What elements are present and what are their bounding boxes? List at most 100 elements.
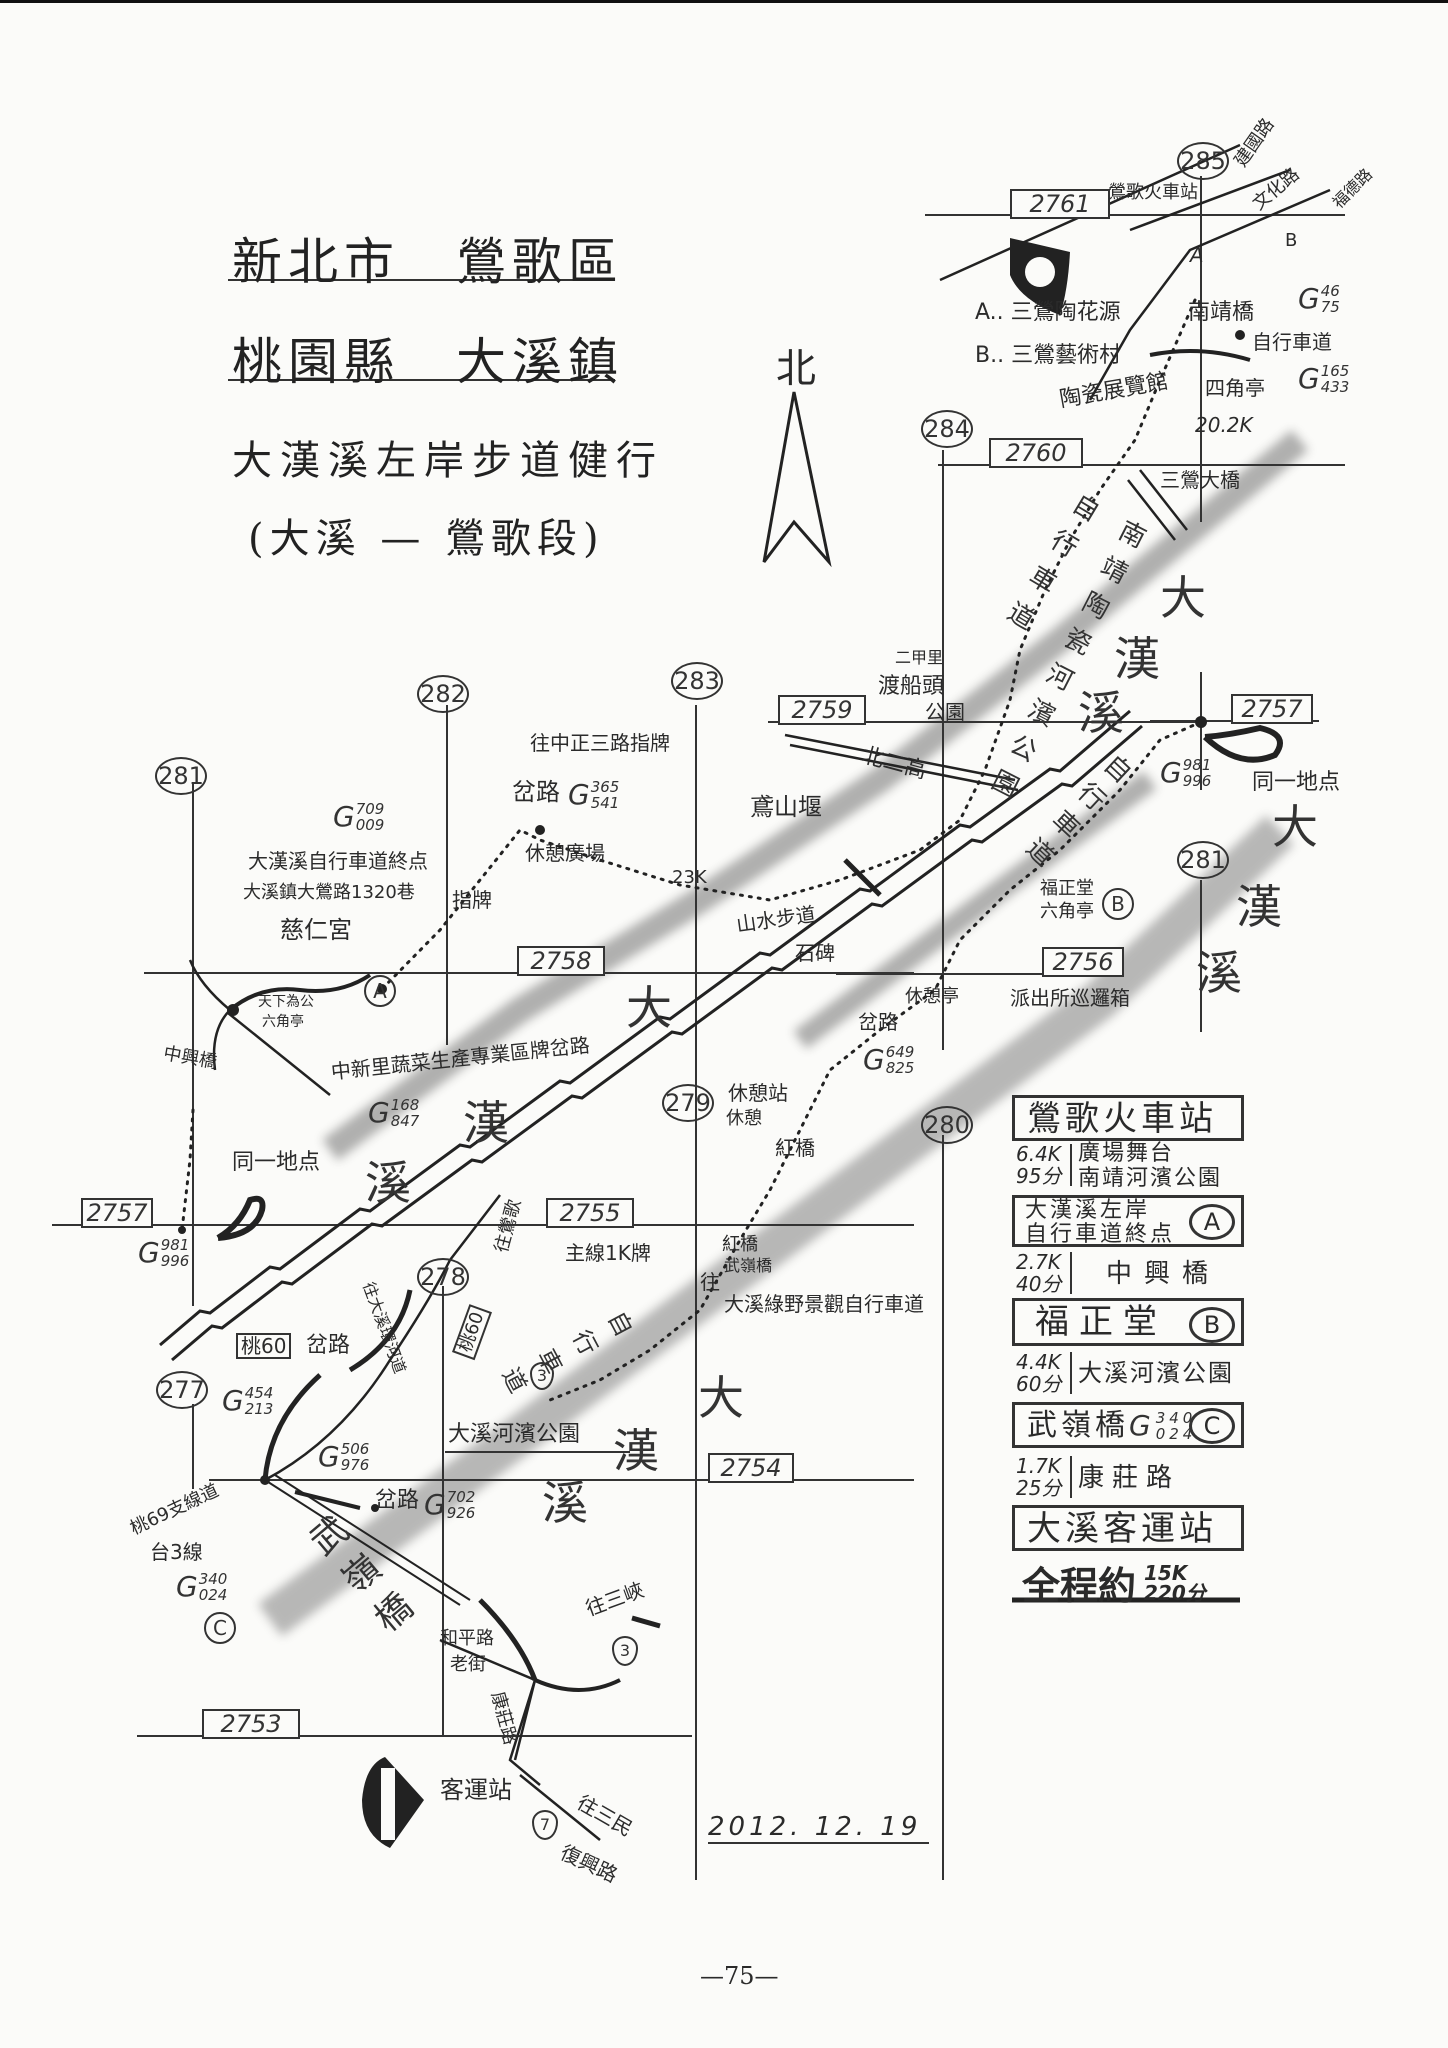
segment-via: 南靖河濱公園	[1078, 1166, 1223, 1191]
grid-col-label: 277	[156, 1371, 208, 1409]
waypoint-a-marker: A	[364, 975, 396, 1007]
map-label: 鶯歌火車站	[1108, 182, 1198, 203]
river-name-char: 大	[698, 1371, 744, 1425]
grid-row-label: 2759	[778, 695, 866, 725]
grid-col-label: 283	[671, 662, 723, 700]
map-label: 大漢溪自行車道終点	[248, 849, 428, 873]
title-trail: 大漢溪左岸步道健行	[232, 438, 664, 484]
gps-prefix: G	[1129, 1409, 1155, 1442]
legend-segment: 4.4K 60分 大溪河濱公園	[1016, 1350, 1246, 1396]
map-label: 武嶺橋	[724, 1256, 773, 1275]
gps-bottom: 825	[885, 1058, 915, 1077]
map-label: 岔路	[512, 778, 560, 806]
segment-arrow	[1070, 1456, 1072, 1498]
map-label: 自行車道	[1252, 330, 1332, 354]
start-symbol-hole	[1025, 257, 1055, 287]
gps-bottom: 996	[1182, 771, 1212, 790]
grid-row-label: 2757	[81, 1198, 153, 1228]
grid-col-label: 281	[1177, 841, 1229, 879]
legend-mark-b: B	[1189, 1307, 1235, 1343]
grid-row-label: 2755	[546, 1198, 634, 1228]
route-marker: 3	[612, 1636, 638, 1666]
river-name-char: 漢	[1114, 632, 1160, 686]
river-name-char: 漢	[463, 1096, 509, 1150]
map-label: 主線1K牌	[565, 1241, 651, 1265]
total-label: 全程約	[1022, 1564, 1137, 1608]
gps-top: 46	[1320, 281, 1340, 300]
segment-via: 大溪河濱公園	[1078, 1359, 1234, 1387]
gps-prefix: G	[318, 1440, 340, 1473]
segment-distance: 4.4K	[1016, 1350, 1061, 1374]
map-label: A.. 三鶯陶花源	[975, 300, 1121, 325]
river-name-char: 漢	[1236, 880, 1282, 934]
map-label: 三鶯大橋	[1160, 468, 1240, 492]
legend-stop-name: 自行車道終点	[1025, 1222, 1176, 1247]
legend-mark-c: C	[1189, 1408, 1235, 1444]
segment-via: 廣場舞台	[1078, 1141, 1175, 1166]
map-label: 休憩亭	[905, 986, 959, 1007]
legend-stop-daxi-bus-station: 大溪客運站	[1012, 1505, 1244, 1551]
map-label: 天下為公	[258, 994, 314, 1010]
gps-top: 709	[355, 799, 385, 818]
gps-prefix: G	[368, 1096, 390, 1129]
gps-prefix: G	[568, 778, 590, 811]
segment-time: 25分	[1016, 1476, 1062, 1500]
title-section: (大溪 — 鶯歌段)	[248, 516, 605, 562]
north-arrow-icon	[762, 391, 832, 568]
waypoint-c-marker: C	[204, 1612, 236, 1644]
segment-distance: 6.4K	[1016, 1142, 1061, 1166]
legend-segment: 1.7K 25分 康莊路	[1016, 1454, 1246, 1500]
gps-prefix: G	[222, 1384, 244, 1417]
grid-col-label: 284	[921, 410, 973, 448]
gps-prefix: G	[1160, 756, 1182, 789]
legend-stop-fuzheng-hall: 福正堂 B	[1012, 1298, 1244, 1346]
legend-stop-name: 福正堂	[1035, 1302, 1167, 1342]
segment-time: 95分	[1016, 1164, 1062, 1188]
map-label: 石碑	[795, 941, 835, 965]
gps-bottom: 75	[1320, 297, 1340, 316]
same-point-symbol-left	[216, 1195, 266, 1241]
map-label: 同一地点	[232, 1150, 321, 1175]
segment-arrow	[1070, 1144, 1072, 1186]
gps-bottom: 926	[446, 1503, 476, 1522]
gps-top: 981	[160, 1235, 190, 1254]
gps-top: 454	[244, 1383, 274, 1402]
river-name-char: 大	[1272, 800, 1318, 854]
map-label: 岔路	[306, 1333, 351, 1358]
walking-route	[180, 298, 1203, 1402]
gps-bottom: 847	[390, 1111, 420, 1130]
gps-bottom: 541	[590, 793, 620, 812]
map-label: 公園	[925, 700, 965, 724]
river-name-char: 大	[1160, 571, 1206, 625]
gps-top: 506	[340, 1439, 370, 1458]
grid-row-label: 2754	[708, 1453, 794, 1483]
segment-via: 康莊路	[1078, 1463, 1181, 1493]
gps-top: 340	[1155, 1409, 1197, 1427]
map-label: 大溪河濱公園	[448, 1422, 581, 1447]
map-label: 指牌	[452, 888, 492, 912]
grid-row-label: 2757	[1231, 694, 1313, 724]
map-label: 紅橋	[722, 1234, 758, 1255]
river-name-char: 漢	[613, 1424, 659, 1478]
same-point-symbol-right	[1202, 724, 1283, 763]
route-marker: 3	[530, 1362, 554, 1390]
map-label: 客運站	[440, 1776, 512, 1804]
gps-prefix: G	[863, 1043, 885, 1076]
legend-stop-name: 鶯歌火車站	[1027, 1099, 1217, 1139]
grid-col-label: 278	[417, 1258, 469, 1296]
grid-row-label: 2761	[1010, 189, 1110, 219]
grid-col-label: 285	[1177, 142, 1229, 180]
roads	[188, 143, 1331, 1841]
map-label: 桃60	[236, 1333, 292, 1359]
map-label: 休憩	[726, 1108, 762, 1129]
map-label: 往中正三路指牌	[530, 731, 670, 755]
legend-mark-a: A	[1189, 1204, 1235, 1240]
legend-stop-name: 大漢溪左岸	[1025, 1198, 1151, 1223]
river-banks	[159, 709, 1143, 1362]
segment-arrow	[1070, 1352, 1072, 1394]
